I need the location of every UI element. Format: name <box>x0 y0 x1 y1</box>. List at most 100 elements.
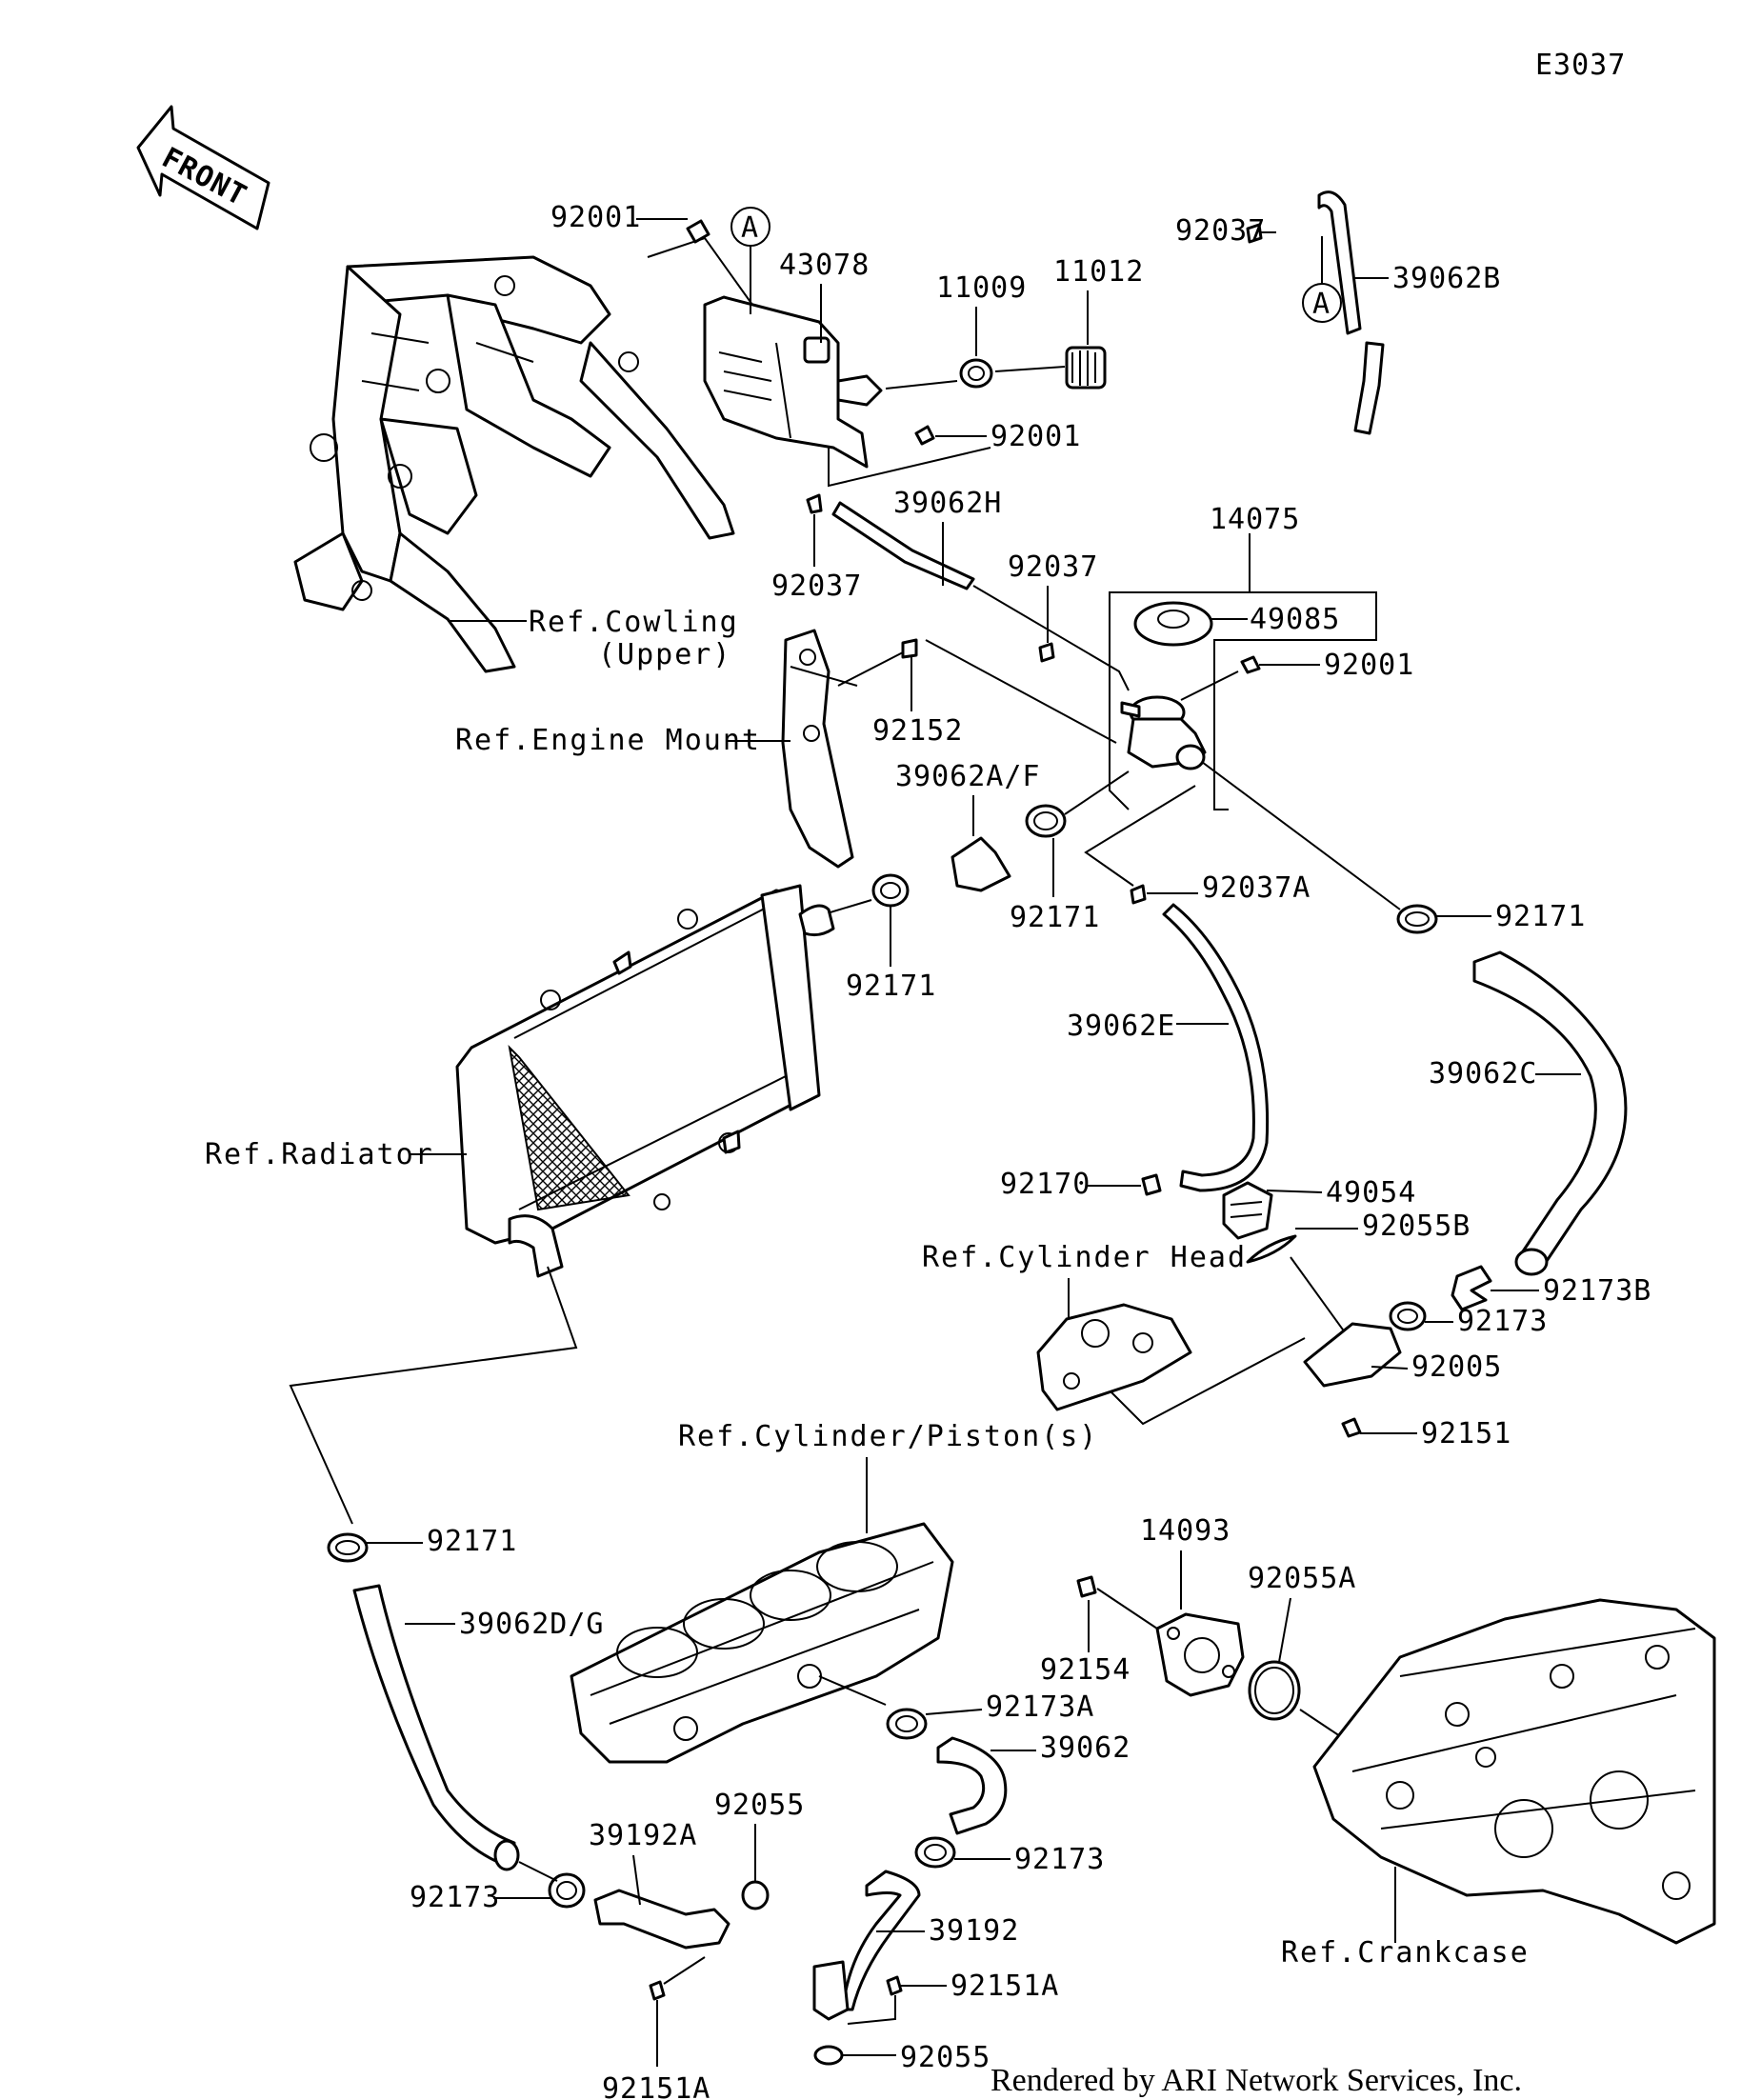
clip-icon <box>1141 1173 1162 1196</box>
cylinder-head <box>1036 1303 1192 1411</box>
part-92037-tank: 92037 <box>771 570 862 603</box>
part-92171-a: 92171 <box>846 970 936 1003</box>
ari-credit: Rendered by ARI Network Services, Inc. <box>991 2063 1522 2098</box>
ref-cowling-sublabel: (Upper) <box>598 638 731 671</box>
part-92005: 92005 <box>1411 1350 1502 1384</box>
filler-neck <box>1120 695 1207 770</box>
part-92154: 92154 <box>1040 1653 1131 1687</box>
part-39062E: 39062E <box>1067 1010 1175 1043</box>
part-14075: 14075 <box>1210 503 1300 536</box>
hose-39062h <box>831 501 975 590</box>
part-39062AF: 39062A/F <box>895 760 1041 793</box>
bolt-icon <box>1076 1575 1097 1598</box>
hose-39062af <box>951 836 1011 892</box>
part-92151A-left: 92151A <box>602 2072 710 2100</box>
bolt-icon <box>914 425 935 446</box>
part-11009: 11009 <box>936 271 1027 305</box>
bolt-icon <box>1240 655 1261 674</box>
part-92055-a: 92055 <box>714 1789 805 1822</box>
callout-a-top: A <box>741 211 759 245</box>
part-92037-mid: 92037 <box>1008 550 1098 584</box>
reservoir-tank <box>703 295 883 469</box>
pipe-39192a <box>593 1889 730 1950</box>
part-39192: 39192 <box>929 1914 1019 1948</box>
engine-mount-bracket <box>781 629 858 869</box>
bolt-icon <box>649 1980 666 2001</box>
clamp-icon <box>548 1872 586 1909</box>
crankcase <box>1312 1598 1716 1945</box>
thermostat-cover <box>1222 1181 1273 1240</box>
part-92037-top-right: 92037 <box>1175 214 1266 248</box>
pipe-39192 <box>841 1870 921 2011</box>
grommet-icon <box>901 638 918 659</box>
o-ring-icon <box>813 2045 844 2066</box>
part-92171-c: 92171 <box>1495 900 1586 933</box>
clamp-icon <box>1451 1265 1492 1311</box>
part-92170: 92170 <box>1000 1168 1091 1201</box>
radiator <box>455 884 835 1278</box>
clamp-icon <box>327 1532 369 1563</box>
part-39062DG: 39062D/G <box>459 1608 605 1641</box>
washer-icon <box>959 358 993 389</box>
part-92173-low-left: 92173 <box>410 1881 500 1914</box>
part-14093: 14093 <box>1140 1514 1231 1548</box>
part-92055A: 92055A <box>1248 1562 1356 1595</box>
diagram-code: E3037 <box>1535 49 1626 82</box>
clip-icon <box>1038 642 1055 663</box>
o-ring-icon <box>1246 1234 1297 1264</box>
clamp-icon <box>871 873 910 908</box>
radiator-cap-icon <box>1133 601 1213 647</box>
bolt-icon <box>1341 1417 1362 1438</box>
part-11012: 11012 <box>1053 255 1144 289</box>
front-arrow-icon: FRONT <box>136 105 270 230</box>
part-49085: 49085 <box>1250 603 1340 636</box>
part-92171-d: 92171 <box>427 1525 517 1558</box>
part-92001-tank: 92001 <box>991 420 1081 453</box>
clamp-icon <box>1025 804 1067 838</box>
ref-cylinder-piston-label: Ref.Cylinder/Piston(s) <box>678 1420 1098 1453</box>
part-92055B: 92055B <box>1362 1210 1471 1243</box>
hose-39062e <box>1162 903 1270 1192</box>
ref-radiator-label: Ref.Radiator <box>205 1138 434 1171</box>
part-43078: 43078 <box>779 249 870 282</box>
clip-icon <box>1130 884 1147 905</box>
hose-39062 <box>936 1736 1008 1835</box>
part-92037A: 92037A <box>1202 871 1311 905</box>
part-92173A: 92173A <box>986 1690 1094 1724</box>
part-92055-b: 92055 <box>900 2041 991 2074</box>
clamp-icon <box>1389 1301 1427 1331</box>
part-92173B: 92173B <box>1543 1274 1651 1308</box>
part-92151A-right: 92151A <box>951 1970 1059 2003</box>
hose-39062b-lower <box>1353 341 1385 435</box>
part-39062H: 39062H <box>893 487 1002 520</box>
cylinder-block <box>570 1522 954 1764</box>
clamp-icon <box>914 1836 956 1869</box>
o-ring-icon <box>1248 1660 1301 1721</box>
bolt-icon <box>686 219 710 244</box>
part-92001-top: 92001 <box>550 201 641 234</box>
ref-cowling-label: Ref.Cowling <box>529 606 739 639</box>
hose-39062b-upper <box>1317 190 1362 335</box>
ref-cylinder-head-label: Ref.Cylinder Head <box>922 1241 1247 1274</box>
reservoir-cap-icon <box>1065 346 1107 390</box>
o-ring-icon <box>741 1880 770 1910</box>
water-outlet-92005 <box>1303 1322 1402 1388</box>
ref-engine-mount-label: Ref.Engine Mount <box>455 724 761 757</box>
cowling-bracket-drawing <box>293 255 735 673</box>
part-92001-cap: 92001 <box>1324 649 1414 682</box>
part-39062B: 39062B <box>1392 262 1501 295</box>
ref-crankcase-label: Ref.Crankcase <box>1281 1936 1530 1970</box>
part-39062: 39062 <box>1040 1731 1131 1765</box>
hose-39062c <box>1472 950 1628 1269</box>
clamp-icon <box>1396 904 1438 934</box>
part-92151: 92151 <box>1421 1417 1511 1450</box>
water-pump <box>1155 1612 1245 1697</box>
part-92152: 92152 <box>872 714 963 748</box>
part-92173-mid: 92173 <box>1457 1305 1548 1338</box>
clip-icon <box>806 493 823 514</box>
part-92173-low-right: 92173 <box>1014 1843 1105 1876</box>
clamp-icon <box>886 1708 928 1740</box>
callout-a-right: A <box>1312 288 1331 321</box>
part-39192A: 39192A <box>589 1819 697 1852</box>
